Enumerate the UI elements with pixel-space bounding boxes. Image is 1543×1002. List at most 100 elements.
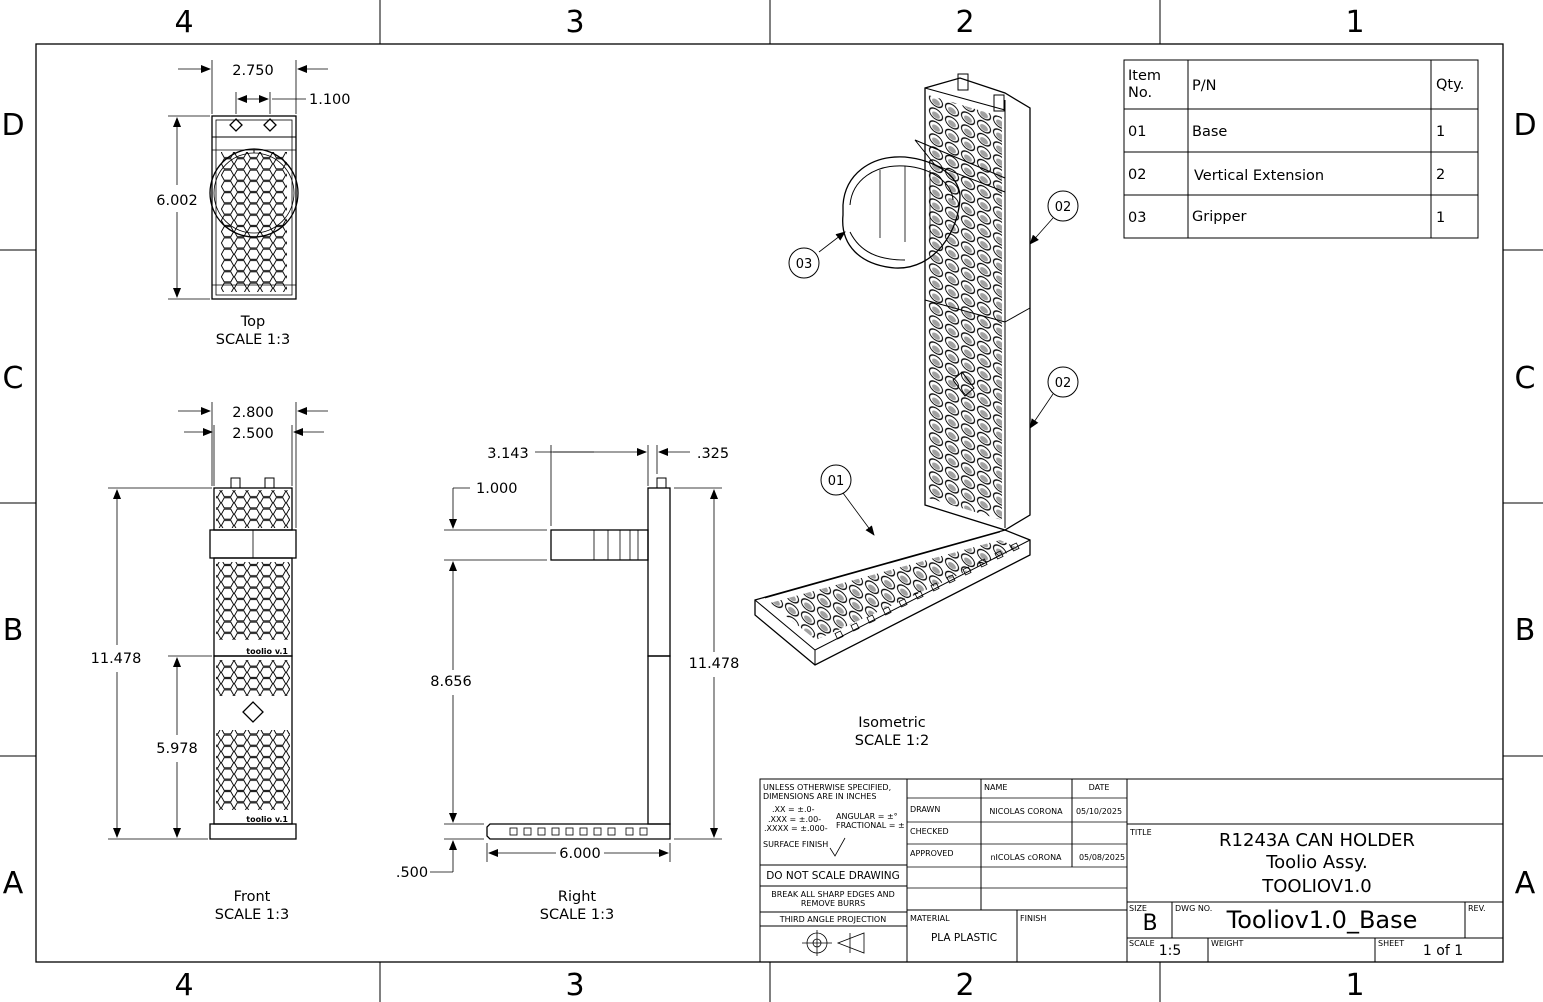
balloon-02-lower — [1047, 366, 1079, 398]
right-view-name: Right — [558, 889, 596, 905]
tb-approved-date: 05/08/2025 — [1079, 853, 1125, 862]
balloon-03 — [788, 247, 820, 279]
front-logo-lower: toolio v.1 — [246, 815, 288, 824]
zone-right-d: D — [1513, 108, 1536, 143]
right-dim-gripper-height: 1.000 — [476, 481, 518, 497]
top-view: 2.750 1.100 6.002 Top SCALE 1:3 — [156, 60, 351, 348]
isometric-view: 03 02 02 01 Isometric SCALE 1:2 — [754, 73, 1079, 749]
bom-row-2-item: 02 — [1128, 167, 1146, 183]
bom-row-3-pn: Gripper — [1192, 209, 1247, 225]
tb-sheet-label: SHEET — [1378, 939, 1404, 948]
zone-bottom-1: 1 — [1345, 968, 1364, 1002]
front-logo-upper: toolio v.1 — [246, 647, 288, 656]
tb-burrs-1: BREAK ALL SHARP EDGES AND — [771, 890, 895, 899]
balloon-02-upper — [1047, 190, 1079, 222]
front-dim-height: 11.478 — [91, 651, 142, 667]
right-dim-thickness: .325 — [697, 446, 729, 462]
top-view-scale: SCALE 1:3 — [216, 332, 290, 348]
front-dim-lower-height: 5.978 — [156, 741, 198, 757]
top-dim-spacing: 1.100 — [309, 92, 351, 108]
tb-dwg-no: Tooliov1.0_Base — [1226, 906, 1418, 934]
surface-finish-icon — [829, 837, 846, 857]
tb-material: PLA PLASTIC — [931, 932, 997, 944]
front-mount-diamond — [242, 701, 264, 723]
balloon-01 — [820, 464, 852, 496]
right-view-scale: SCALE 1:3 — [540, 907, 614, 923]
zone-labels: 4 3 2 1 4 3 2 1 D C B A D C B A — [1, 5, 1536, 1002]
front-view: toolio v.1 toolio v.1 2.800 2.500 11.478… — [91, 402, 328, 923]
right-dim-base-thickness: .500 — [396, 865, 428, 881]
tb-title-line-2: Toolio Assy. — [1265, 852, 1368, 873]
bom-row-1-qty: 1 — [1436, 124, 1445, 140]
front-view-name: Front — [234, 889, 271, 905]
tb-note-7: FRACTIONAL = ± — [836, 821, 905, 830]
balloon-02-upper-label: 02 — [1055, 200, 1072, 215]
front-view-scale: SCALE 1:3 — [215, 907, 289, 923]
zone-top-4: 4 — [174, 5, 193, 40]
tb-size-label: SIZE — [1129, 904, 1147, 913]
bom-row-3-qty: 1 — [1436, 210, 1445, 226]
tb-drawn-name: NICOLAS CORONA — [989, 807, 1063, 816]
right-view: 3.143 .325 1.000 8.656 .500 11.478 6.000… — [396, 445, 740, 923]
iso-gripper — [842, 156, 961, 269]
tb-note-3: .XX = ±.0- — [772, 805, 815, 814]
tb-burrs-2: REMOVE BURRS — [801, 899, 865, 908]
zone-top-3: 3 — [565, 5, 584, 40]
zone-left-c: C — [3, 361, 24, 396]
front-dim-inner-width: 2.500 — [232, 426, 274, 442]
tb-title-line-1: R1243A CAN HOLDER — [1219, 830, 1415, 851]
tb-note-8: SURFACE FINISH — [763, 840, 828, 849]
balloon-02-lower-label: 02 — [1055, 376, 1072, 391]
tb-title-label: TITLE — [1129, 828, 1152, 837]
tb-note-1: UNLESS OTHERWISE SPECIFIED, — [763, 783, 891, 792]
tb-name-header: NAME — [984, 783, 1007, 792]
bom-header-qty: Qty. — [1436, 77, 1464, 93]
front-dim-outer-width: 2.800 — [232, 405, 274, 421]
top-mount-diamond-right — [263, 118, 277, 132]
top-mount-diamond-left — [229, 118, 243, 132]
bom-row-1-item: 01 — [1128, 124, 1146, 140]
bom-row-2-pn: Vertical Extension — [1194, 168, 1324, 184]
tb-finish-label: FINISH — [1020, 914, 1046, 923]
tb-weight-label: WEIGHT — [1211, 939, 1244, 948]
bom-row-1-pn: Base — [1192, 124, 1227, 140]
zone-bottom-3: 3 — [565, 968, 584, 1002]
zone-top-1: 1 — [1345, 5, 1364, 40]
tb-note-4: .XXX = ±.00- — [768, 815, 821, 824]
tb-projection: THIRD ANGLE PROJECTION — [779, 915, 886, 924]
zone-bottom-2: 2 — [955, 968, 974, 1002]
tb-note-2: DIMENSIONS ARE IN INCHES — [763, 792, 876, 801]
third-angle-projection-icon — [802, 930, 865, 956]
zone-bottom-4: 4 — [174, 968, 193, 1002]
tb-scale: 1:5 — [1159, 943, 1182, 959]
tb-title-line-3: TOOLIOV1.0 — [1261, 876, 1371, 897]
tb-drawn-date: 05/10/2025 — [1076, 807, 1122, 816]
tb-note-6: ANGULAR = ±° — [836, 812, 898, 821]
zone-top-2: 2 — [955, 5, 974, 40]
tb-approved-label: APPROVED — [910, 849, 954, 858]
top-dim-length: 6.002 — [156, 193, 198, 209]
right-dim-total-height: 11.478 — [689, 656, 740, 672]
tb-drawn-label: DRAWN — [910, 805, 940, 814]
tb-approved-name: nICOLAS cORONA — [990, 853, 1062, 862]
zone-right-c: C — [1515, 361, 1536, 396]
right-dim-base-depth: 6.000 — [559, 846, 601, 862]
zone-left-a: A — [3, 866, 24, 901]
top-dim-width: 2.750 — [232, 63, 274, 79]
right-base-profile — [486, 823, 671, 840]
tb-size: B — [1142, 911, 1157, 936]
tb-rev-label: REV. — [1468, 904, 1486, 913]
iso-view-scale: SCALE 1:2 — [855, 733, 929, 749]
tb-checked-label: CHECKED — [910, 827, 949, 836]
tb-date-header: DATE — [1089, 783, 1110, 792]
tb-material-label: MATERIAL — [910, 914, 950, 923]
bom-header-pn: P/N — [1192, 78, 1216, 94]
zone-right-a: A — [1515, 866, 1536, 901]
iso-view-name: Isometric — [858, 715, 925, 731]
right-dim-reach: 3.143 — [487, 446, 529, 462]
title-block: UNLESS OTHERWISE SPECIFIED, DIMENSIONS A… — [759, 778, 1504, 963]
tb-dwg-label: DWG NO. — [1175, 904, 1212, 913]
